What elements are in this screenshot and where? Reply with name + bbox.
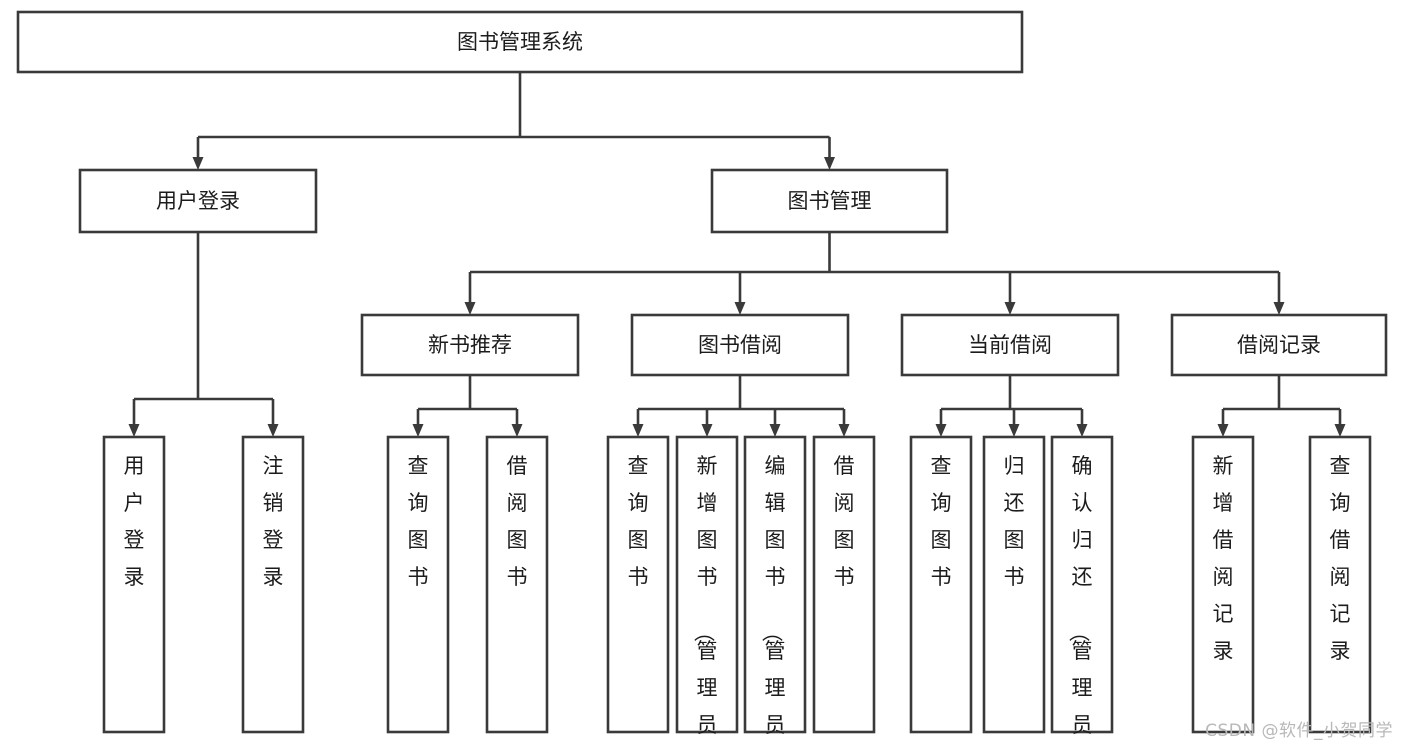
- node-leaf-1-box[interactable]: [241, 435, 305, 734]
- node-leaf-1-label: 注销登录: [263, 454, 284, 589]
- edge-books-arrow-2: [1004, 302, 1016, 315]
- node-leaf-8-box[interactable]: [909, 435, 973, 734]
- connectors-layer: [128, 72, 1346, 437]
- node-leaf-9-box[interactable]: [982, 435, 1046, 734]
- node-level2-1-label: 图书管理: [788, 189, 872, 213]
- node-leaf-4[interactable]: 查询图书: [606, 435, 670, 734]
- edge-l3-3-arrow-1: [1334, 424, 1346, 437]
- edge-l3-0-arrow-0: [412, 424, 424, 437]
- edge-root-arrow-1: [824, 157, 835, 170]
- node-level3-0-label: 新书推荐: [428, 333, 512, 357]
- node-level3-3[interactable]: 借阅记录: [1170, 313, 1388, 377]
- node-leaf-6[interactable]: 编辑图书（管理员）: [743, 435, 807, 747]
- node-root-box[interactable]: [16, 10, 1024, 74]
- node-level3-2[interactable]: 当前借阅: [900, 313, 1120, 377]
- node-leaf-5-box[interactable]: [675, 435, 739, 734]
- node-level2-0-label: 用户登录: [156, 189, 240, 213]
- edge-l3-2-arrow-0: [935, 424, 947, 437]
- node-level3-0[interactable]: 新书推荐: [360, 313, 580, 377]
- node-leaf-12[interactable]: 查询借阅记录: [1308, 435, 1372, 734]
- node-leaf-11-box[interactable]: [1191, 435, 1255, 734]
- node-leaf-11-label: 新增借阅记录: [1213, 454, 1234, 663]
- node-level3-1-box[interactable]: [630, 313, 850, 377]
- node-level3-2-label: 当前借阅: [968, 333, 1052, 357]
- node-leaf-10[interactable]: 确认归还（管理员）: [1050, 435, 1114, 747]
- node-leaf-10-box[interactable]: [1050, 435, 1114, 734]
- nodes-layer: 图书管理系统用户登录图书管理新书推荐图书借阅当前借阅借阅记录用户登录注销登录查询…: [16, 10, 1388, 747]
- edge-l3-1-arrow-2: [769, 424, 781, 437]
- edge-l3-1-arrow-3: [838, 424, 850, 437]
- node-leaf-6-box[interactable]: [743, 435, 807, 734]
- node-leaf-2-label: 查询图书: [408, 454, 429, 589]
- node-leaf-6-label: 编辑图书（管理员）: [760, 454, 786, 747]
- node-leaf-4-box[interactable]: [606, 435, 670, 734]
- node-leaf-5[interactable]: 新增图书（管理员）: [675, 435, 739, 747]
- edge-l3-3-arrow-0: [1217, 424, 1229, 437]
- node-leaf-10-label: 确认归还（管理员）: [1067, 454, 1093, 747]
- edge-books-arrow-3: [1273, 302, 1285, 315]
- node-leaf-2[interactable]: 查询图书: [386, 435, 450, 734]
- node-leaf-8[interactable]: 查询图书: [909, 435, 973, 734]
- node-leaf-11[interactable]: 新增借阅记录: [1191, 435, 1255, 734]
- edge-login-arrow-0: [128, 424, 140, 437]
- edge-books-arrow-0: [464, 302, 476, 315]
- node-leaf-3-label: 借阅图书: [507, 454, 528, 589]
- node-level3-3-box[interactable]: [1170, 313, 1388, 377]
- node-leaf-12-label: 查询借阅记录: [1330, 454, 1351, 663]
- node-leaf-0-label: 用户登录: [124, 454, 145, 589]
- node-leaf-7-label: 借阅图书: [834, 454, 855, 589]
- edge-l3-2-arrow-1: [1008, 424, 1020, 437]
- node-leaf-9-label: 归还图书: [1004, 454, 1025, 589]
- node-level3-1[interactable]: 图书借阅: [630, 313, 850, 377]
- edge-books-arrow-1: [734, 302, 746, 315]
- edge-l3-1-arrow-1: [701, 424, 713, 437]
- edge-l3-0-arrow-1: [511, 424, 523, 437]
- node-leaf-1[interactable]: 注销登录: [241, 435, 305, 734]
- node-root-label: 图书管理系统: [457, 30, 583, 54]
- node-leaf-0[interactable]: 用户登录: [102, 435, 166, 734]
- node-leaf-12-box[interactable]: [1308, 435, 1372, 734]
- node-leaf-9[interactable]: 归还图书: [982, 435, 1046, 734]
- node-leaf-3-box[interactable]: [485, 435, 549, 734]
- edge-root-arrow-0: [192, 157, 204, 170]
- edge-l3-2-arrow-2: [1076, 424, 1088, 437]
- node-leaf-2-box[interactable]: [386, 435, 450, 734]
- node-level2-0[interactable]: 用户登录: [78, 168, 318, 234]
- node-leaf-3[interactable]: 借阅图书: [485, 435, 549, 734]
- edge-login-arrow-1: [267, 424, 279, 437]
- node-level3-0-box[interactable]: [360, 313, 580, 377]
- node-leaf-0-box[interactable]: [102, 435, 166, 734]
- node-leaf-7[interactable]: 借阅图书: [812, 435, 876, 734]
- node-leaf-7-box[interactable]: [812, 435, 876, 734]
- node-leaf-4-label: 查询图书: [628, 454, 649, 589]
- node-level3-1-label: 图书借阅: [698, 333, 782, 357]
- node-level2-1[interactable]: 图书管理: [710, 168, 949, 234]
- node-leaf-8-label: 查询图书: [931, 454, 952, 589]
- node-level2-1-box[interactable]: [710, 168, 949, 234]
- node-root[interactable]: 图书管理系统: [16, 10, 1024, 74]
- node-level3-3-label: 借阅记录: [1237, 333, 1321, 357]
- edge-l3-1-arrow-0: [632, 424, 644, 437]
- node-level3-2-box[interactable]: [900, 313, 1120, 377]
- node-level2-0-box[interactable]: [78, 168, 318, 234]
- node-leaf-5-label: 新增图书（管理员）: [692, 454, 718, 747]
